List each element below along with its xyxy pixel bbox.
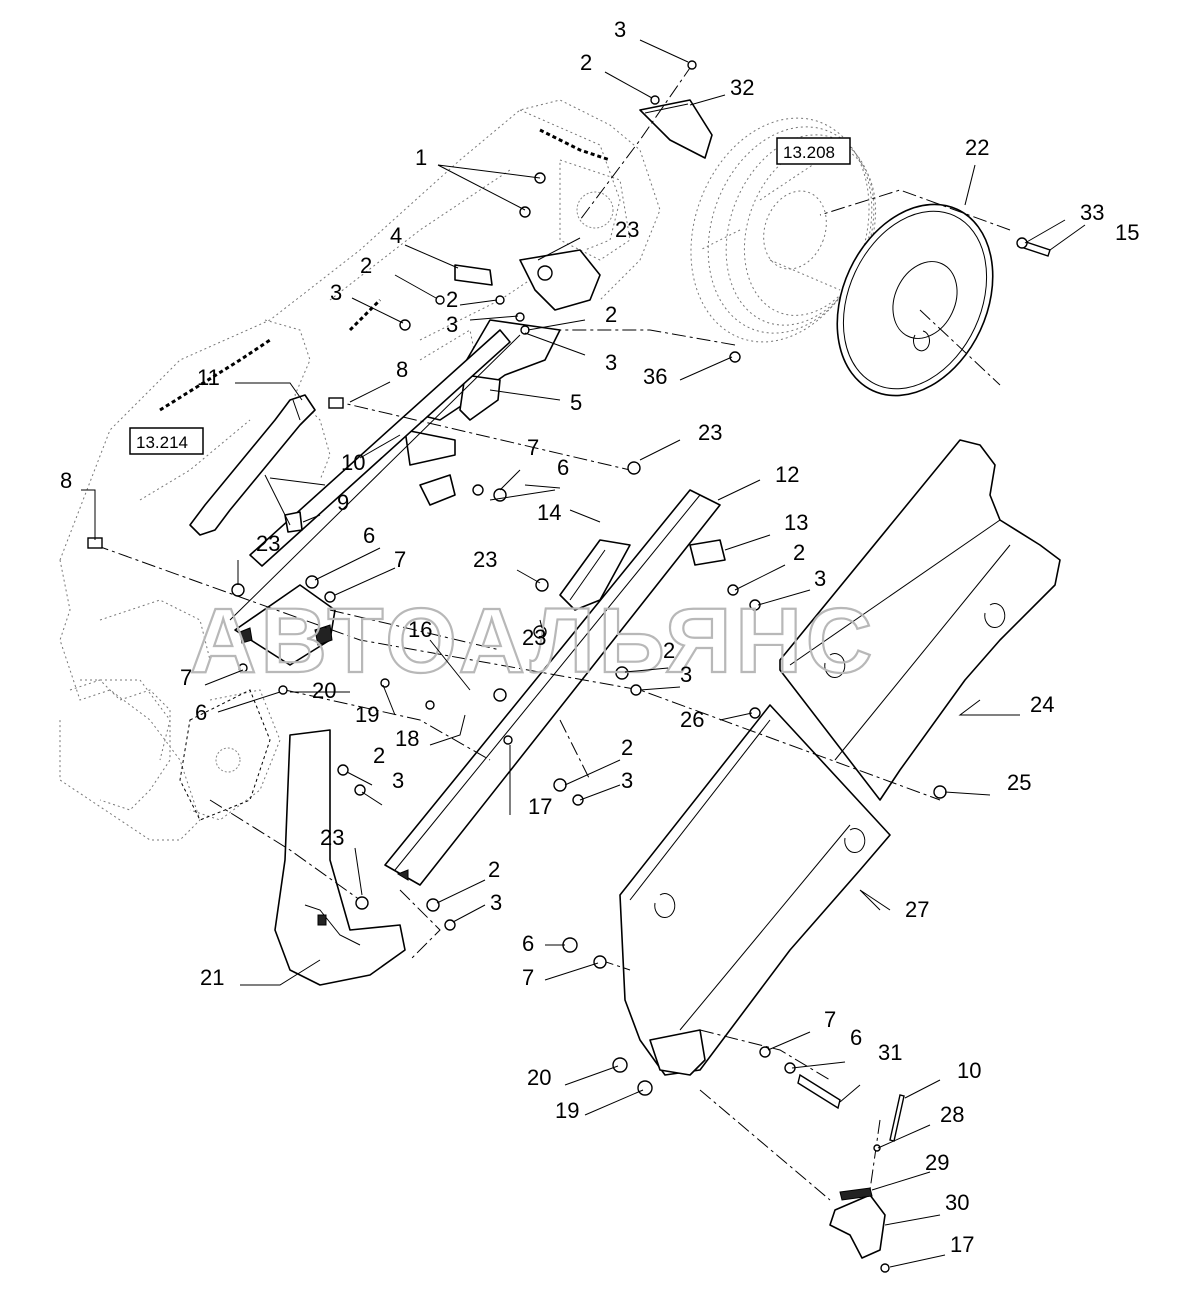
callout-29: 29 (925, 1150, 949, 1175)
callout-21: 21 (200, 965, 224, 990)
callout-3: 3 (814, 566, 826, 591)
leader-lines (81, 39, 1086, 1268)
reference-box-13-214: 13.214 (129, 427, 204, 455)
callout-6: 6 (363, 523, 375, 548)
callout-6: 6 (557, 455, 569, 480)
callout-18: 18 (395, 726, 419, 751)
callout-10: 10 (957, 1058, 981, 1083)
belt-guard-21 (274, 729, 406, 986)
callout-7: 7 (394, 547, 406, 572)
callout-7: 7 (180, 665, 192, 690)
latch-30 (829, 1187, 886, 1259)
bracket-13 (689, 539, 726, 566)
callout-9: 9 (337, 490, 349, 515)
callout-20: 20 (527, 1065, 551, 1090)
hardware (87, 60, 1051, 1273)
callout-12: 12 (775, 462, 799, 487)
callout-7: 7 (527, 435, 539, 460)
callout-7: 7 (522, 965, 534, 990)
callout-1: 1 (415, 145, 427, 170)
callout-2: 2 (373, 743, 385, 768)
callout-2: 2 (605, 302, 617, 327)
callout-2: 2 (488, 857, 500, 882)
callout-8: 8 (396, 357, 408, 382)
machine-frame-outline (59, 99, 661, 841)
callout-3: 3 (614, 17, 626, 42)
guard-32 (639, 99, 713, 159)
callout-2: 2 (580, 50, 592, 75)
callout-19: 19 (555, 1098, 579, 1123)
callout-36: 36 (643, 364, 667, 389)
callout-8: 8 (60, 468, 72, 493)
callout-16: 16 (408, 617, 432, 642)
watermark-text: АВТОАЛЬЯНС (190, 590, 876, 692)
callout-3: 3 (446, 312, 458, 337)
callout-28: 28 (940, 1102, 964, 1127)
callout-2: 2 (360, 253, 372, 278)
wrench-tool-11 (189, 394, 316, 536)
guide-14 (559, 539, 631, 611)
callout-2: 2 (446, 287, 458, 312)
callout-3: 3 (330, 280, 342, 305)
callout-17: 17 (528, 794, 552, 819)
callout-25: 25 (1007, 770, 1031, 795)
callout-7: 7 (824, 1007, 836, 1032)
long-rods (229, 329, 521, 621)
reference-label-13-214: 13.214 (136, 433, 188, 452)
callout-11: 11 (197, 365, 220, 390)
callout-labels: 3 2 32 1 22 33 15 23 4 2 2 3 3 2 3 36 11… (60, 17, 1139, 1257)
callout-27: 27 (905, 897, 929, 922)
callout-22: 22 (965, 135, 989, 160)
mount-plate-left (234, 584, 336, 666)
brackets-upper (404, 249, 601, 506)
callout-2: 2 (793, 540, 805, 565)
callout-2: 2 (663, 638, 675, 663)
callout-20: 20 (312, 678, 336, 703)
callout-10: 10 (341, 450, 365, 475)
callout-6: 6 (522, 931, 534, 956)
callout-3: 3 (621, 768, 633, 793)
callout-3: 3 (490, 890, 502, 915)
callout-3: 3 (605, 350, 617, 375)
callout-31: 31 (878, 1040, 902, 1065)
callout-5: 5 (570, 390, 582, 415)
reference-box-13-208: 13.208 (776, 137, 851, 165)
callout-14: 14 (537, 500, 561, 525)
callout-23: 23 (522, 625, 546, 650)
callout-23: 23 (473, 547, 497, 572)
callout-13: 13 (784, 510, 808, 535)
callout-23: 23 (256, 531, 280, 556)
callout-33: 33 (1080, 200, 1104, 225)
callout-15: 15 (1115, 220, 1139, 245)
callout-19: 19 (355, 702, 379, 727)
centerlines (94, 64, 1011, 1201)
callout-23: 23 (698, 420, 722, 445)
callout-2: 2 (621, 735, 633, 760)
callout-24: 24 (1030, 692, 1054, 717)
reference-label-13-208: 13.208 (783, 143, 835, 162)
callout-6: 6 (195, 700, 207, 725)
shield-27 (619, 704, 891, 1076)
callout-4: 4 (390, 223, 402, 248)
strip-12 (384, 489, 721, 886)
callout-3: 3 (680, 662, 692, 687)
callout-6: 6 (850, 1025, 862, 1050)
callout-23: 23 (320, 825, 344, 850)
cover-disc-22 (836, 203, 994, 397)
shield-24 (779, 439, 1061, 801)
callout-23: 23 (615, 217, 639, 242)
callout-3: 3 (392, 768, 404, 793)
bracket-9 (264, 474, 303, 533)
callout-17: 17 (950, 1232, 974, 1257)
callout-26: 26 (680, 707, 704, 732)
callout-32: 32 (730, 75, 754, 100)
callout-30: 30 (945, 1190, 969, 1215)
